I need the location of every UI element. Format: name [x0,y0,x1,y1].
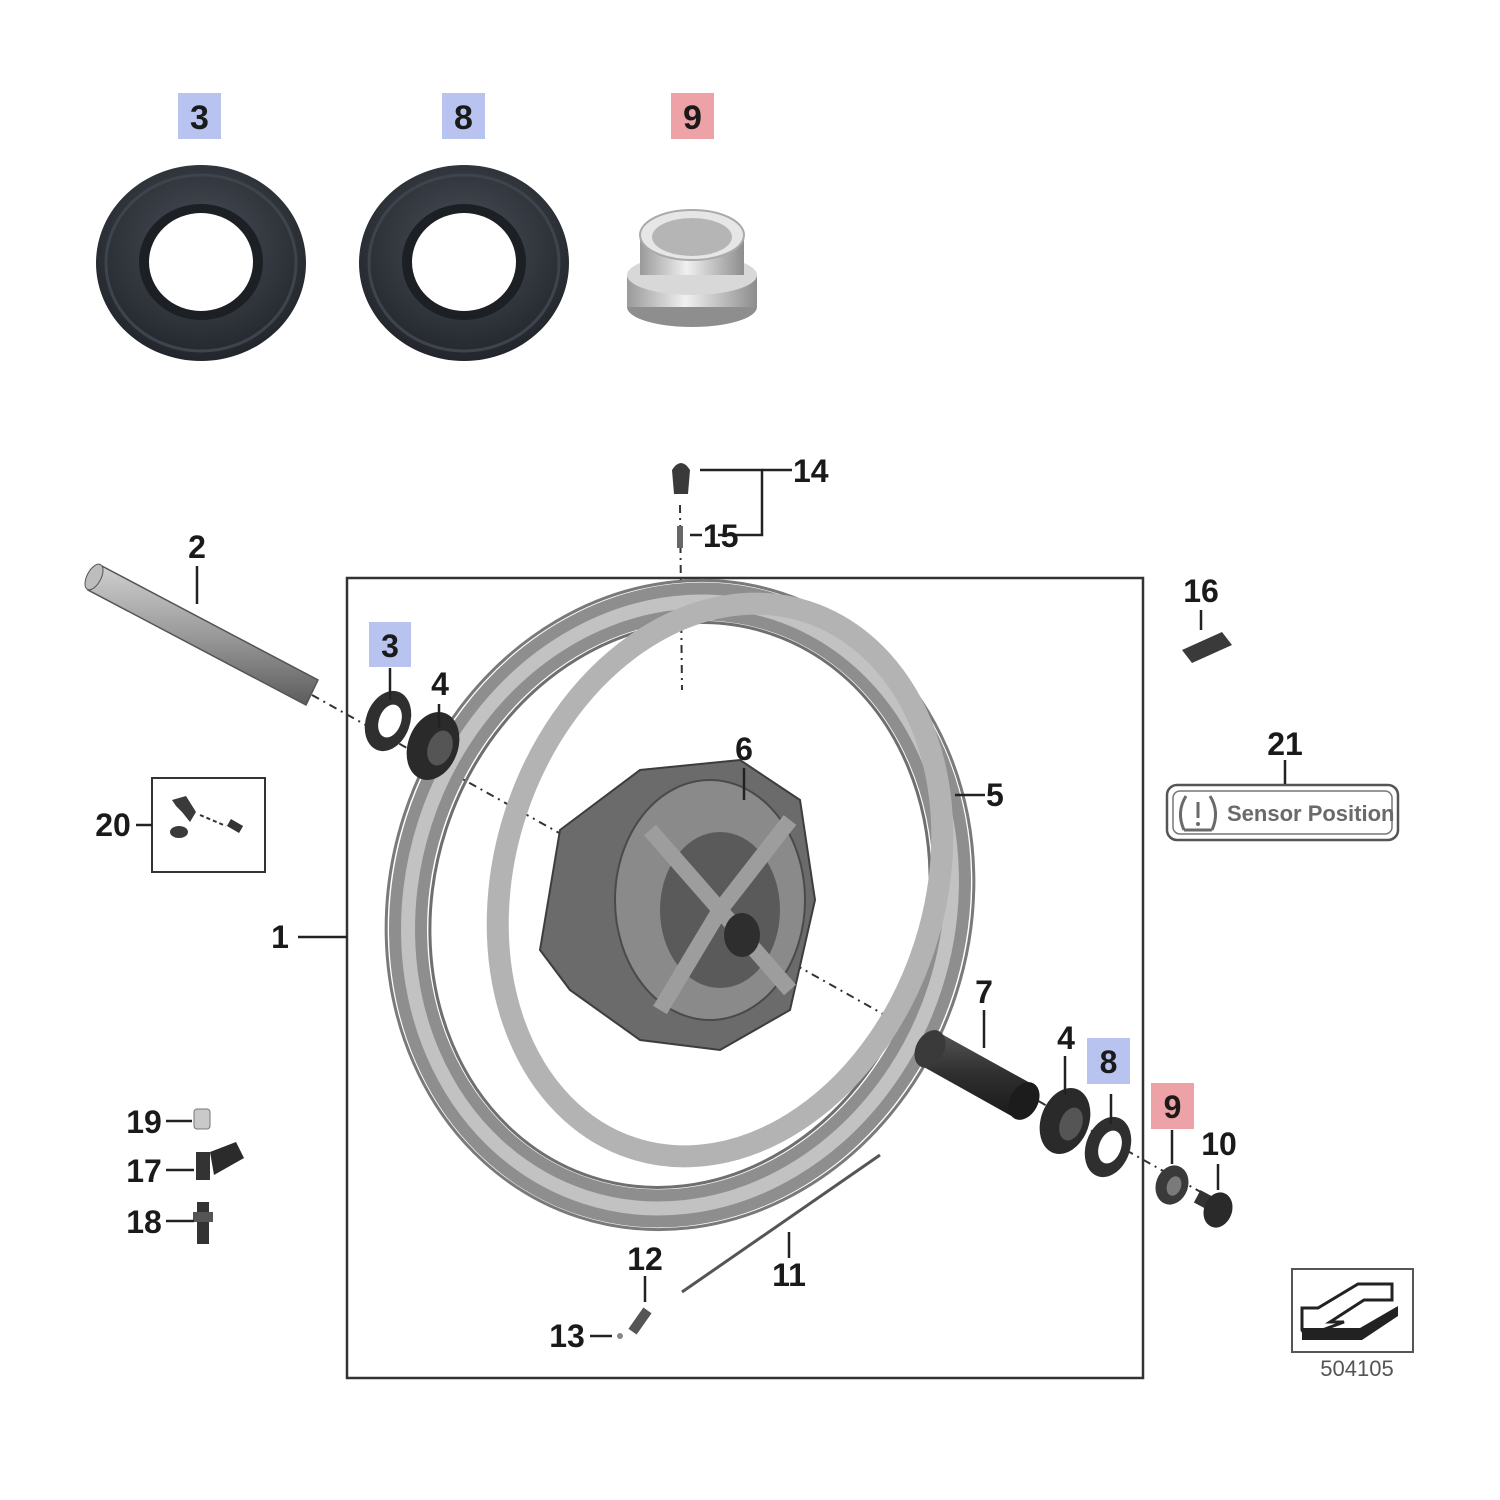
axle-bolt [1193,1190,1233,1228]
highlight-badge [671,93,714,139]
valve-kit-box [151,777,266,873]
spoke [681,1153,881,1294]
pressure-sensor [196,1142,244,1180]
highlight-badge [442,93,485,139]
sensor-bushing [193,1108,211,1130]
callout-20: 20 [95,807,131,843]
top-part-8: 8 [359,93,569,361]
callout-8: 8 [1100,1044,1118,1080]
callout-1: 1 [271,919,289,955]
sensor-valve [193,1202,213,1244]
spacer-bushing-image [627,209,757,327]
assembly-frame [345,576,1145,1380]
valve-cap [672,463,690,494]
callout-4-right: 4 [1057,1020,1075,1056]
reference-arrow-box [1291,1268,1414,1353]
callout-17: 17 [126,1153,162,1189]
reference-number: 504105 [1320,1356,1393,1381]
part-number-label: 9 [683,99,702,137]
callout-3: 3 [381,628,399,664]
sensor-position-text: Sensor Position [1227,801,1394,826]
seal-right [1084,1116,1132,1178]
balance-weight [1182,632,1232,663]
callout-5: 5 [986,777,1004,813]
callout-18: 18 [126,1204,162,1240]
valve-core [677,526,683,548]
top-part-3: 3 [96,93,306,361]
top-part-9: 9 [627,93,757,327]
callout-15: 15 [703,518,739,554]
part-number-label: 3 [190,99,209,137]
callout-4-left: 4 [431,666,449,702]
oil-seal-image [96,165,306,361]
oil-seal-image [359,165,569,361]
callout-16: 16 [1183,573,1219,609]
callout-21: 21 [1267,726,1303,762]
nipple-washer [617,1333,623,1339]
highlight-badge-8 [1087,1038,1130,1084]
callout-12: 12 [627,1241,663,1277]
sensor-position-sticker: Sensor Position [1165,783,1400,842]
callout-6: 6 [735,731,753,767]
callout-9: 9 [1164,1089,1182,1125]
highlight-badge-3 [369,622,411,667]
bearing-left [406,712,460,780]
part-number-label: 8 [454,99,473,137]
highlight-badge-9 [1151,1083,1194,1129]
callout-7: 7 [975,974,993,1010]
seal-left [364,690,412,752]
highlight-badge [178,93,221,139]
tire-pressure-icon [1179,795,1217,832]
callout-10: 10 [1201,1126,1237,1162]
wheel-hub [538,758,817,1052]
callout-2: 2 [188,529,206,565]
callout-11: 11 [772,1257,806,1293]
callout-19: 19 [126,1104,162,1140]
spacer-sleeve [914,1030,1040,1120]
callout-13: 13 [549,1318,585,1354]
wheel-rim [384,578,976,1232]
callout-14: 14 [793,453,829,489]
angled-valve [170,796,244,838]
spoke-nipple [628,1307,652,1335]
bearing-right [1039,1088,1091,1154]
spacer-right [1155,1165,1189,1205]
axle [84,563,319,707]
